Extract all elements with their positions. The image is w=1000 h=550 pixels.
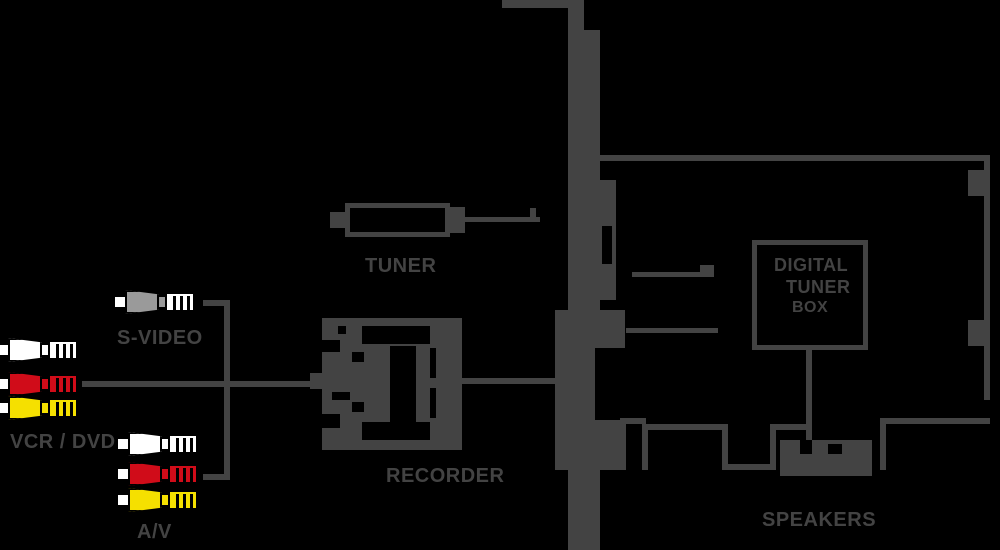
rca-connector-audio-red — [0, 372, 78, 396]
tuner-body — [345, 203, 450, 237]
rca-pin-icon — [116, 467, 130, 481]
wire-bottom-left-stub — [620, 418, 646, 424]
wire-right-bus-vertical — [984, 155, 990, 400]
rca-body — [128, 432, 162, 456]
speaker-body — [780, 440, 872, 476]
label-svideo-cable: S-VIDEO — [117, 327, 203, 349]
recorder-detail — [332, 392, 350, 400]
rca-body — [128, 462, 162, 486]
right-terminal-bottom — [968, 320, 986, 346]
recorder-slot-bottom — [362, 422, 430, 440]
rca-body — [8, 372, 42, 396]
wire-tuner-out — [462, 217, 540, 222]
rca-pin-icon — [116, 493, 130, 507]
wire-bottom-seg2 — [642, 424, 722, 430]
wire-bottom-right — [880, 418, 990, 424]
recorder-notch-left — [320, 340, 340, 352]
recorder-detail — [352, 402, 364, 412]
tuner-right-tab — [447, 207, 465, 233]
speaker-detail — [828, 444, 842, 454]
rca-connector-audio-out-red — [116, 462, 198, 486]
label-digital-box-line1: DIGITAL — [774, 255, 849, 275]
rca-body — [125, 290, 159, 314]
rca-barrel — [48, 398, 78, 418]
wire-digital-box-down — [806, 350, 812, 450]
recorder-notch-left-2 — [320, 414, 340, 428]
rca-body — [8, 338, 42, 362]
recorder-display — [390, 346, 416, 422]
column-port-lower — [595, 348, 627, 420]
wire-column-out-lower — [626, 328, 718, 333]
wire-bracket-to-recorder — [228, 381, 312, 387]
right-terminal-top — [968, 170, 986, 196]
column-screw-bottom — [600, 432, 606, 438]
wire-column-out-upper — [632, 272, 714, 277]
wire-branch-av — [203, 474, 227, 480]
wire-top-in — [502, 0, 576, 8]
wire-source-to-bracket — [82, 381, 230, 387]
wire-bottom-seg1 — [642, 424, 648, 470]
rca-connector-svideo — [113, 290, 195, 314]
wire-bottom-left-riser — [620, 418, 626, 470]
rca-pin-icon — [116, 437, 130, 451]
label-source-device: VCR / DVD — [10, 431, 116, 453]
wire-right-bus-top — [590, 155, 990, 161]
column-screw-top — [600, 330, 606, 336]
wire-bottom-seg3 — [722, 424, 728, 470]
recorder-input-tab — [310, 373, 324, 389]
rca-barrel — [168, 464, 198, 484]
label-av-cable: A/V — [137, 521, 172, 543]
recorder-vent — [430, 348, 436, 378]
rca-body — [8, 396, 42, 420]
digital-tuner-box — [752, 240, 868, 350]
recorder-vent — [430, 388, 436, 418]
recorder-detail — [352, 352, 364, 362]
recorder-detail — [338, 326, 346, 334]
label-tuner-box: TUNER — [365, 255, 437, 277]
rca-connector-audio-out-yellow — [116, 488, 198, 512]
rca-pin-icon — [113, 295, 127, 309]
wire-bottom-seg5 — [770, 424, 776, 470]
rca-connector-video-out-white — [116, 432, 198, 456]
column-port-upper — [598, 222, 616, 268]
wire-bottom-seg7 — [880, 424, 886, 470]
label-digital-box-line3: BOX — [792, 299, 829, 316]
wire-bottom-seg6 — [770, 424, 812, 430]
speaker-detail — [800, 440, 812, 454]
label-bottom-device: SPEAKERS — [762, 509, 877, 531]
label-digital-box-line2: TUNER — [786, 277, 851, 297]
rca-body — [128, 488, 162, 512]
wire-bottom-seg4 — [722, 464, 770, 470]
rca-barrel — [165, 292, 195, 312]
rca-barrel — [168, 434, 198, 454]
label-center-device: RECORDER — [386, 465, 505, 487]
recorder-slot-top — [362, 326, 430, 344]
wire-bracket-vertical — [224, 300, 230, 480]
tuner-left-tab — [330, 212, 348, 228]
rca-connector-composite-yellow — [0, 396, 78, 420]
rca-barrel — [48, 374, 78, 394]
wire-tuner-out-tip — [530, 208, 536, 220]
wire-out-upper-tip — [700, 265, 714, 273]
recorder-body — [320, 318, 462, 450]
wire-branch-svideo — [203, 300, 227, 306]
rca-barrel — [48, 340, 78, 360]
wire-recorder-to-column — [462, 378, 572, 384]
rca-connector-video-white — [0, 338, 78, 362]
rca-barrel — [168, 490, 198, 510]
